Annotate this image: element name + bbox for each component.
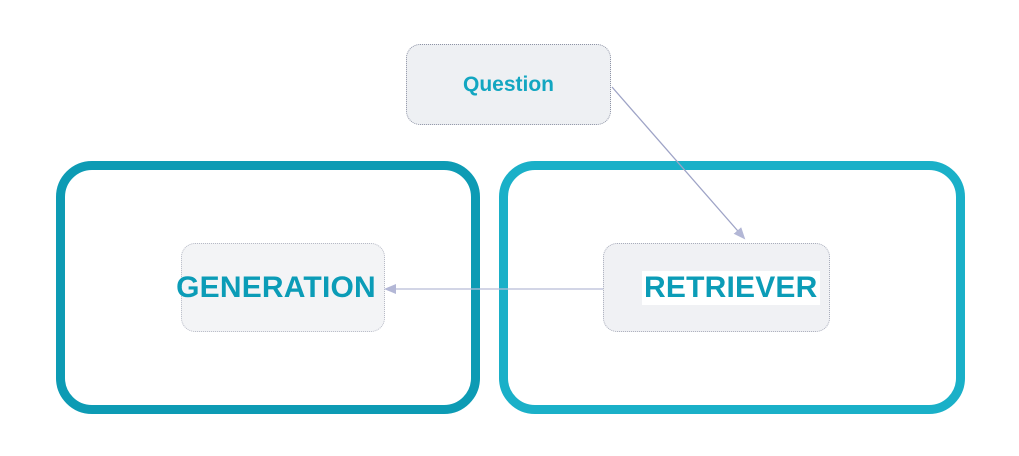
generation-node: GENERATION — [176, 243, 385, 332]
generation-frame — [56, 161, 480, 414]
generation-label: GENERATION — [176, 271, 376, 304]
retriever-label: RETRIEVER — [642, 271, 820, 305]
question-to-retriever-arrow — [611, 86, 746, 240]
retriever-frame — [499, 161, 965, 414]
question-label: Question — [462, 72, 554, 96]
question-node: Question — [406, 44, 611, 125]
retriever-node: RETRIEVER — [603, 243, 830, 332]
